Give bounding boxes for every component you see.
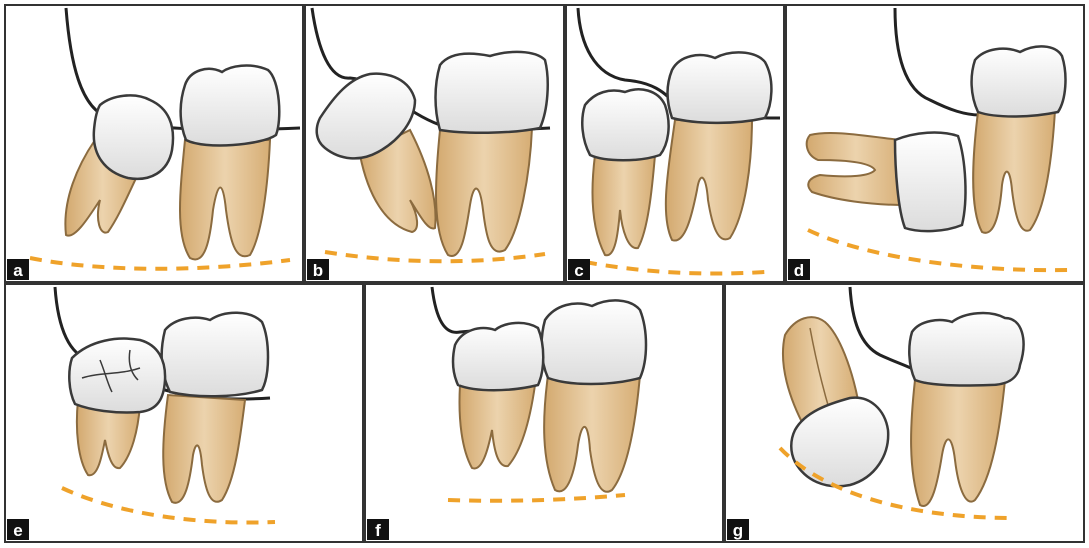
impacted-tooth-crown	[582, 89, 668, 160]
panel-g: g	[725, 284, 1084, 542]
panel-label-text: b	[313, 261, 323, 280]
panel-label-c: c	[568, 259, 590, 280]
molar-crown	[542, 300, 646, 384]
panel-label-text: c	[574, 261, 583, 280]
panel-label-a: a	[7, 259, 29, 280]
impacted-tooth-crown	[94, 95, 173, 178]
impacted-tooth-crown	[895, 133, 965, 232]
panel-label-g: g	[727, 519, 749, 540]
panel-label-text: e	[13, 521, 22, 540]
molar-crown	[436, 52, 548, 133]
molar-crown	[181, 66, 280, 146]
molar-crown	[668, 52, 772, 122]
panel-f: f	[365, 284, 723, 542]
panel-label-text: a	[13, 261, 23, 280]
panel-label-text: d	[794, 261, 804, 280]
panel-label-text: f	[375, 521, 381, 540]
impacted-tooth-crown	[453, 323, 543, 390]
panel-a: a	[5, 5, 303, 282]
panel-label-b: b	[307, 259, 329, 280]
panel-b: b	[305, 5, 564, 282]
impacted-tooth-crown	[69, 339, 165, 413]
molar-crown	[162, 313, 268, 397]
panel-c: c	[566, 5, 784, 282]
molar-crown	[909, 313, 1023, 385]
panel-label-d: d	[788, 259, 810, 280]
panel-d: d	[786, 5, 1084, 282]
panel-label-e: e	[7, 519, 29, 540]
panel-e: e	[5, 284, 363, 542]
panel-label-f: f	[367, 519, 389, 540]
panel-g-frame	[725, 284, 1084, 542]
panel-label-text: g	[733, 521, 743, 540]
molar-crown	[972, 46, 1066, 116]
